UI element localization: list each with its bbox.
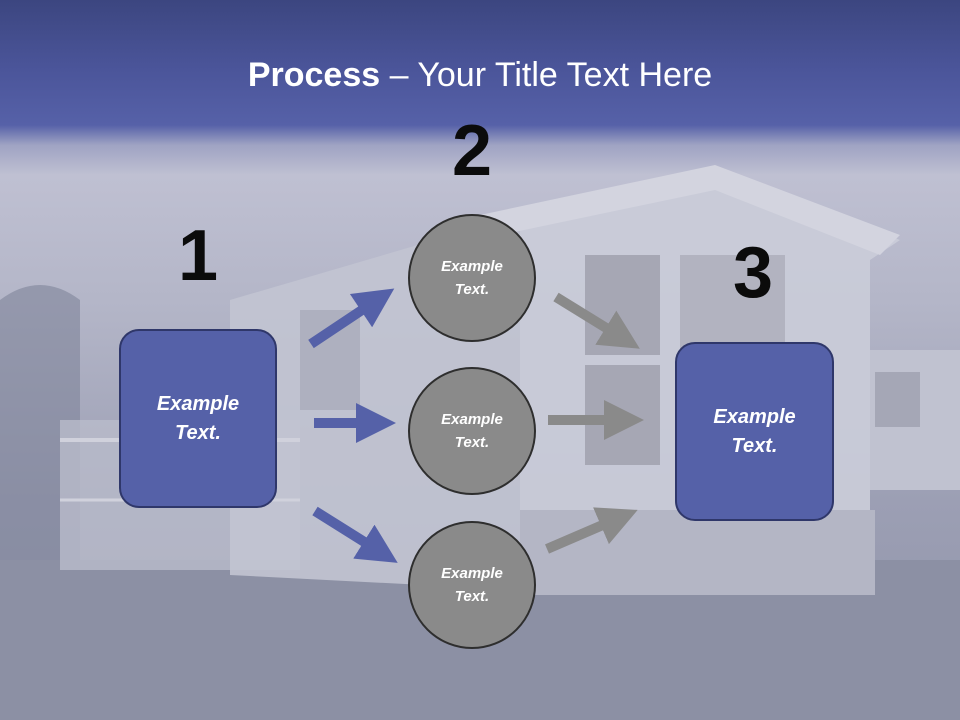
step-3-box[interactable]: Example Text. [675, 342, 834, 521]
step-number-3: 3 [732, 233, 774, 313]
title-rest: – Your Title Text Here [380, 56, 713, 94]
step-1-text: Example Text. [156, 392, 240, 444]
title-bold: Process [247, 56, 381, 94]
step-3-text: Example Text. [713, 405, 796, 457]
arrow-1-to-circle-bottom [312, 506, 398, 563]
step-number-2: 2 [451, 111, 493, 191]
circle-middle-text: Example Text. [441, 411, 503, 451]
slide-title: Process – Your Title Text Here [0, 54, 960, 96]
arrow-1-to-circle-top [308, 288, 395, 349]
step-1-box[interactable]: Example Text. [119, 329, 277, 508]
circle-bottom[interactable]: Example Text. [408, 521, 536, 649]
circle-top[interactable]: Example Text. [408, 214, 536, 342]
arrow-bottom-to-3 [545, 507, 638, 554]
circle-top-text: Example Text. [441, 258, 503, 298]
arrow-top-to-3 [553, 292, 640, 349]
circle-middle[interactable]: Example Text. [408, 367, 536, 495]
circle-bottom-text: Example Text. [441, 565, 503, 605]
step-number-1: 1 [177, 216, 219, 296]
